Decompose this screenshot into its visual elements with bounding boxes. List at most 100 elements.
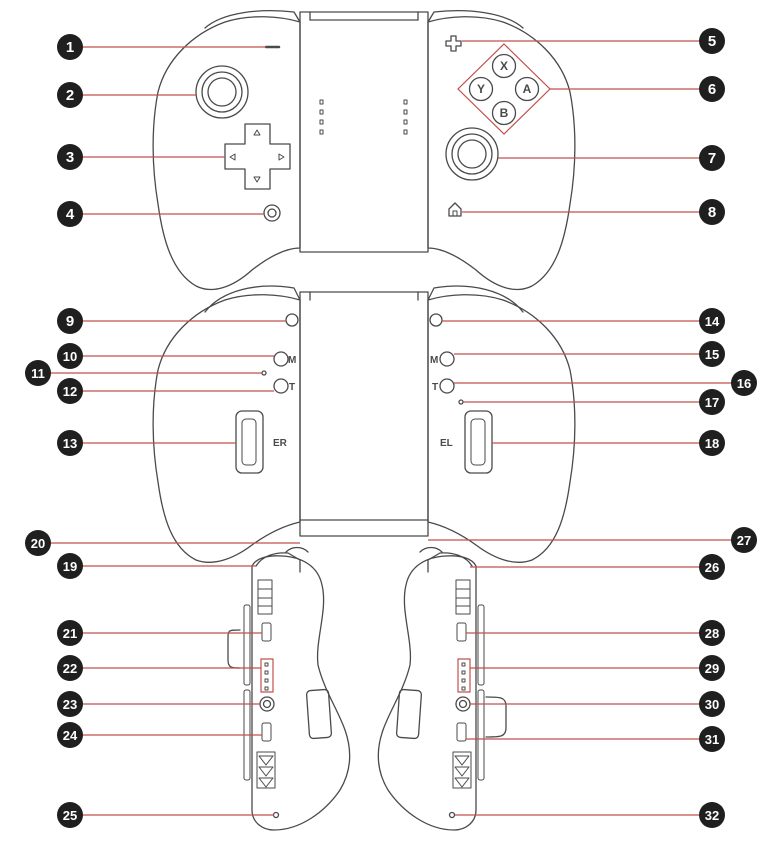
side-right-rail xyxy=(477,604,485,686)
callout-number-18: 18 xyxy=(705,436,719,451)
callout-badge-11 xyxy=(25,360,51,386)
back-center-bridge xyxy=(299,291,429,537)
callout-number-14: 14 xyxy=(705,314,720,329)
side-right-rail-lower xyxy=(477,689,485,781)
callout-badges: 1234567891011121314151617181920212223242… xyxy=(25,28,757,828)
m-right-label: M xyxy=(430,355,438,366)
right-joystick[interactable] xyxy=(445,127,499,181)
callout-badge-22 xyxy=(57,655,83,681)
left-sl-button[interactable] xyxy=(261,622,272,642)
callout-number-15: 15 xyxy=(705,347,719,362)
callout-badge-7 xyxy=(699,145,725,171)
callout-number-25: 25 xyxy=(63,808,77,823)
callout-number-31: 31 xyxy=(705,732,719,747)
callout-badge-3 xyxy=(57,144,83,170)
side-left-body xyxy=(251,555,351,831)
back-left-grip xyxy=(152,294,301,563)
b-button[interactable] xyxy=(491,100,517,126)
m-left-label: M xyxy=(288,355,296,366)
callout-badge-29 xyxy=(699,655,725,681)
right-strap-clip[interactable] xyxy=(485,696,507,738)
front-right-grip xyxy=(427,16,576,291)
capture-button[interactable] xyxy=(263,204,281,222)
callout-number-21: 21 xyxy=(63,626,77,641)
callout-badge-15 xyxy=(699,341,725,367)
left-strap-clip[interactable] xyxy=(227,629,241,669)
callout-number-26: 26 xyxy=(705,560,719,575)
right-grip-pad xyxy=(395,688,423,740)
callout-number-5: 5 xyxy=(708,33,716,50)
left-t-button[interactable] xyxy=(273,378,289,394)
callout-number-23: 23 xyxy=(63,697,77,712)
b-button-label: B xyxy=(500,106,509,120)
side-left-shoulder xyxy=(255,552,301,573)
left-side-round-button[interactable] xyxy=(259,696,275,712)
callout-number-29: 29 xyxy=(705,661,719,676)
left-m-button[interactable] xyxy=(273,351,289,367)
right-sr-button[interactable] xyxy=(456,622,467,642)
callout-badge-23 xyxy=(57,691,83,717)
callout-badge-17 xyxy=(699,389,725,415)
right-sl-button[interactable] xyxy=(456,722,467,742)
side-view-left xyxy=(227,546,351,831)
callout-badge-18 xyxy=(699,430,725,456)
callout-number-16: 16 xyxy=(737,376,751,391)
left-player-leds xyxy=(264,662,269,691)
back-left-bumper xyxy=(204,285,301,313)
callout-number-1: 1 xyxy=(66,39,74,56)
er-paddle[interactable] xyxy=(235,410,264,474)
callout-badge-6 xyxy=(699,76,725,102)
callout-badge-32 xyxy=(699,802,725,828)
left-grip-pad xyxy=(305,688,333,740)
callout-badge-4 xyxy=(57,201,83,227)
plus-button[interactable] xyxy=(445,35,462,52)
home-icon[interactable] xyxy=(448,202,462,217)
right-t-button[interactable] xyxy=(439,378,455,394)
left-sync-button[interactable] xyxy=(285,313,299,327)
t-right-label: T xyxy=(432,382,438,393)
callout-badge-24 xyxy=(57,722,83,748)
callout-badge-13 xyxy=(57,430,83,456)
left-joystick[interactable] xyxy=(195,65,249,119)
left-led-highlight xyxy=(260,658,274,693)
callout-badge-10 xyxy=(57,343,83,369)
callout-number-10: 10 xyxy=(63,349,77,364)
callout-badge-5 xyxy=(699,28,725,54)
left-sr-button[interactable] xyxy=(261,722,272,742)
callout-badge-30 xyxy=(699,691,725,717)
right-sync-button[interactable] xyxy=(429,313,443,327)
callout-badge-8 xyxy=(699,199,725,225)
callout-number-24: 24 xyxy=(63,728,78,743)
y-button[interactable] xyxy=(468,76,494,102)
callout-number-20: 20 xyxy=(31,536,45,551)
left-indicator-led xyxy=(261,370,267,376)
left-bottom-hole xyxy=(272,811,280,819)
side-right-vent xyxy=(455,579,471,615)
callout-number-4: 4 xyxy=(66,206,75,223)
front-center-bridge xyxy=(299,11,429,253)
dpad[interactable] xyxy=(224,123,291,190)
right-side-round-button[interactable] xyxy=(455,696,471,712)
x-button[interactable] xyxy=(491,53,517,79)
front-player-leds xyxy=(319,99,408,135)
callout-number-13: 13 xyxy=(63,436,77,451)
face-buttons-highlight xyxy=(457,43,551,135)
a-button[interactable] xyxy=(514,76,540,102)
callout-number-7: 7 xyxy=(708,150,716,167)
t-left-label: T xyxy=(289,382,295,393)
a-button-label: A xyxy=(523,82,532,96)
side-right-shoulder xyxy=(427,552,473,573)
callout-badge-19 xyxy=(57,553,83,579)
el-paddle[interactable] xyxy=(464,410,493,474)
callout-badge-2 xyxy=(57,82,83,108)
side-right-body xyxy=(377,555,477,831)
left-grip-triangles xyxy=(256,751,276,789)
back-right-bumper xyxy=(427,285,524,313)
x-button-label: X xyxy=(500,59,508,73)
right-m-button[interactable] xyxy=(439,351,455,367)
callout-badge-16 xyxy=(731,370,757,396)
callout-number-3: 3 xyxy=(66,149,74,166)
el-label: EL xyxy=(440,438,453,449)
callout-badge-31 xyxy=(699,726,725,752)
